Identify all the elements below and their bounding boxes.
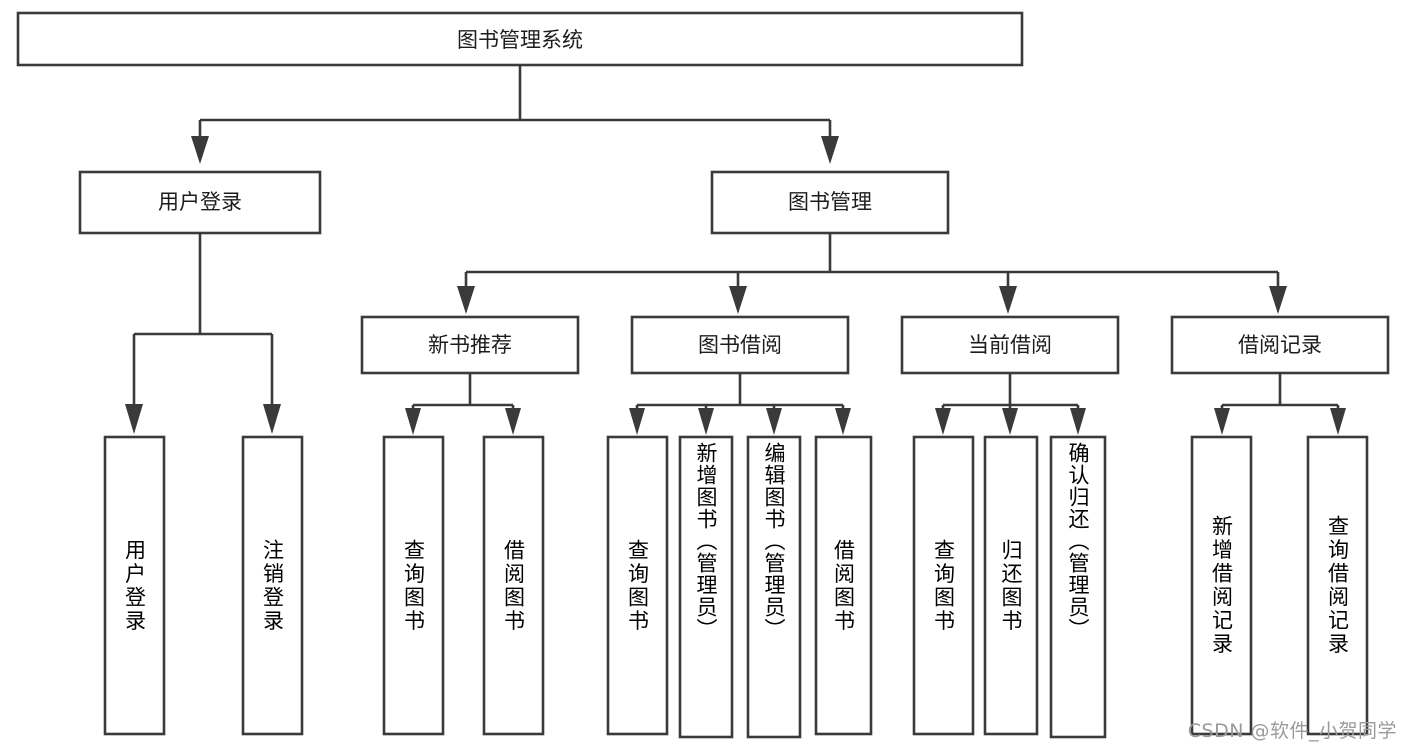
node-user-login-label: 用户登录 [158, 190, 242, 214]
arrow-newbook-to-leaf2 [505, 408, 521, 435]
arrow-current-to-leaf1 [935, 408, 951, 435]
leaf-record-query-record-label: 查询借阅记录 [1325, 515, 1350, 656]
node-root-system[interactable]: 图书管理系统 [16, 11, 1024, 67]
arrow-bookmgmt-to-newbook [457, 286, 475, 314]
arrow-borrow-to-leaf1 [629, 408, 645, 435]
leaf-new-book-query[interactable]: 查询图书 [382, 435, 445, 736]
leaf-user-login-login[interactable]: 用户登录 [103, 435, 166, 736]
arrow-bookmgmt-to-current [999, 286, 1017, 314]
arrow-borrow-to-leaf3 [766, 408, 782, 435]
arrow-root-to-bookmgmt [821, 136, 839, 164]
node-book-management-label: 图书管理 [788, 190, 872, 214]
node-current-borrow-label: 当前借阅 [968, 333, 1052, 357]
leaf-current-query-book[interactable]: 查询图书 [912, 435, 975, 736]
node-book-borrow[interactable]: 图书借阅 [630, 315, 850, 375]
leaf-record-add-record[interactable]: 新增借阅记录 [1190, 435, 1253, 736]
arrow-record-to-leaf1 [1214, 408, 1230, 435]
leaf-borrow-edit-book-admin-label: 编辑图书（管理员） [762, 442, 786, 640]
leaf-borrow-query-book[interactable]: 查询图书 [606, 435, 669, 736]
leaf-current-confirm-return-admin-label: 确认归还（管理员） [1066, 442, 1090, 640]
arrow-newbook-to-leaf1 [405, 408, 421, 435]
connector-layer [125, 65, 1346, 435]
arrow-bookmgmt-to-record [1269, 286, 1287, 314]
leaf-current-return-book-label: 归还图书 [999, 538, 1023, 633]
node-book-management[interactable]: 图书管理 [710, 170, 950, 235]
arrow-record-to-leaf2 [1330, 408, 1346, 435]
leaf-new-book-query-label: 查询图书 [401, 538, 426, 633]
leaf-user-login-logout-label: 注销登录 [260, 538, 285, 633]
leaf-current-confirm-return-admin[interactable]: 确认归还（管理员） [1049, 435, 1107, 739]
node-current-borrow[interactable]: 当前借阅 [900, 315, 1120, 375]
node-new-book-recommend[interactable]: 新书推荐 [360, 315, 580, 375]
arrow-root-to-userlogin [191, 136, 209, 164]
arrow-userlogin-to-leaf1 [125, 404, 143, 434]
leaf-borrow-query-book-label: 查询图书 [625, 538, 650, 633]
leaf-record-query-record[interactable]: 查询借阅记录 [1306, 435, 1369, 736]
arrow-bookmgmt-to-borrow [729, 286, 747, 314]
node-user-login[interactable]: 用户登录 [78, 170, 322, 235]
leaf-new-book-borrow[interactable]: 借阅图书 [482, 435, 545, 736]
arrow-userlogin-to-leaf2 [263, 404, 281, 434]
arrow-borrow-to-leaf2 [698, 408, 714, 435]
arrow-current-to-leaf2 [1002, 408, 1018, 435]
node-borrow-record-label: 借阅记录 [1238, 333, 1322, 357]
leaf-current-return-book[interactable]: 归还图书 [983, 435, 1039, 736]
leaf-borrow-add-book-admin[interactable]: 新增图书（管理员） [678, 435, 734, 739]
leaf-borrow-borrow-book-label: 借阅图书 [831, 538, 856, 633]
node-book-borrow-label: 图书借阅 [698, 333, 782, 357]
leaf-borrow-add-book-admin-label: 新增图书（管理员） [694, 442, 718, 640]
leaf-record-add-record-label: 新增借阅记录 [1209, 515, 1234, 656]
leaf-borrow-edit-book-admin[interactable]: 编辑图书（管理员） [746, 435, 802, 739]
leaf-current-query-book-label: 查询图书 [931, 538, 956, 633]
arrow-current-to-leaf3 [1070, 408, 1086, 435]
leaf-new-book-borrow-label: 借阅图书 [501, 538, 526, 633]
leaf-user-login-logout[interactable]: 注销登录 [241, 435, 304, 736]
leaf-user-login-login-label: 用户登录 [122, 538, 147, 633]
node-new-book-recommend-label: 新书推荐 [428, 333, 512, 357]
leaf-borrow-borrow-book[interactable]: 借阅图书 [814, 435, 873, 736]
arrow-borrow-to-leaf4 [835, 408, 851, 435]
node-root-system-label: 图书管理系统 [457, 28, 583, 52]
node-borrow-record[interactable]: 借阅记录 [1170, 315, 1390, 375]
